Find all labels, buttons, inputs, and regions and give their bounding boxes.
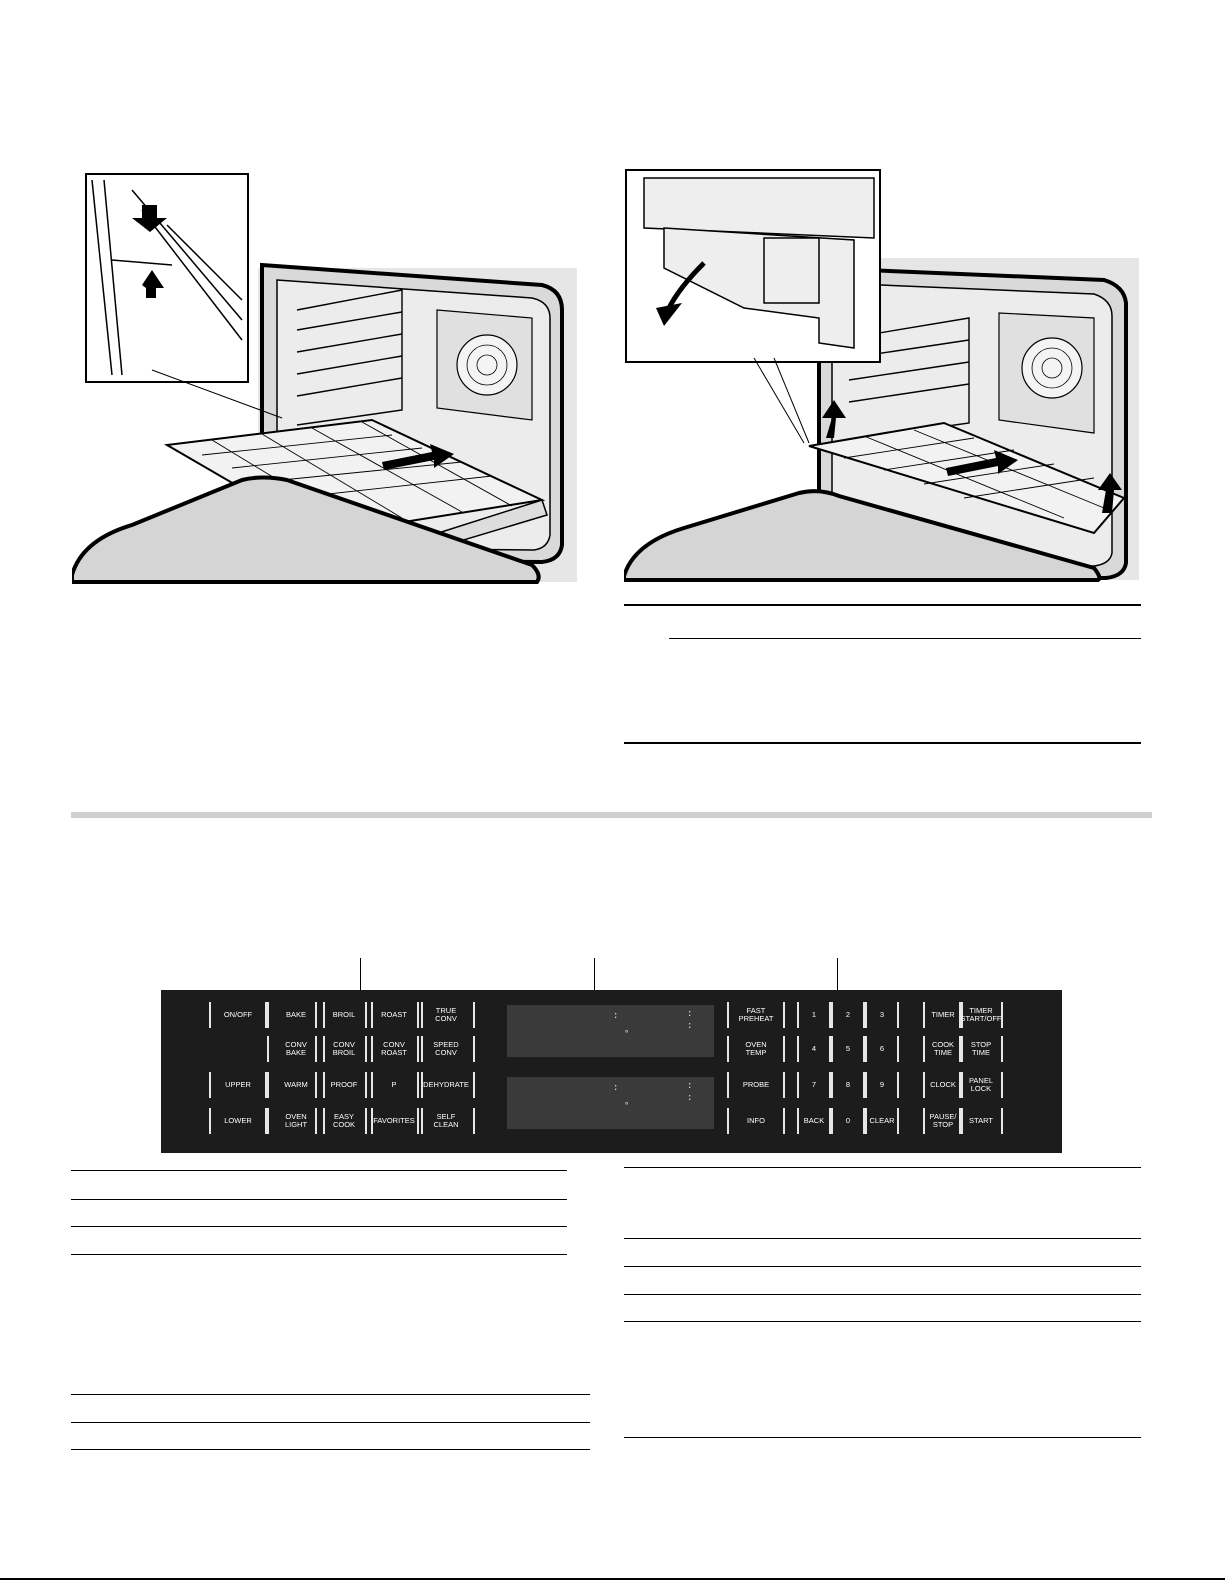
left-table-rule-1 — [71, 1170, 567, 1171]
key-0[interactable]: 0 — [831, 1108, 865, 1134]
key-conv-roast[interactable]: CONV ROAST — [365, 1036, 423, 1062]
footer-rule — [0, 1578, 1225, 1580]
right-table-rule-1 — [624, 1167, 1141, 1168]
key-timer-start-off[interactable]: TIMER START/OFF — [959, 1002, 1003, 1028]
upper-display-degree: ° — [624, 1029, 630, 1039]
lower-display-colon-2: : — [687, 1081, 693, 1091]
key-pizza[interactable]: P — [365, 1072, 423, 1098]
key-info[interactable]: INFO — [727, 1108, 785, 1134]
left-table-rule-7 — [71, 1449, 590, 1450]
right-table-rule-5 — [624, 1321, 1141, 1322]
right-table-rule-3 — [624, 1266, 1141, 1267]
lower-oven-display: : : : ° — [507, 1077, 714, 1129]
table-rule-top — [624, 604, 1141, 606]
callout-line-2 — [594, 958, 595, 1014]
right-table-rule-2 — [624, 1238, 1141, 1239]
upper-display-colon-2: : — [687, 1009, 693, 1019]
table-rule-bottom — [624, 742, 1141, 744]
key-9[interactable]: 9 — [865, 1072, 899, 1098]
left-table-rule-2 — [71, 1199, 567, 1200]
key-favorites[interactable]: FAVORITES — [365, 1108, 423, 1134]
key-broil[interactable]: BROIL — [315, 1002, 373, 1028]
section-separator — [71, 812, 1152, 818]
lower-display-colon-1: : — [613, 1083, 619, 1093]
key-speed-conv[interactable]: SPEED CONV — [417, 1036, 475, 1062]
upper-display-colon-1: : — [613, 1011, 619, 1021]
rack-removal-illustration — [624, 169, 1139, 582]
key-conv-bake[interactable]: CONV BAKE — [267, 1036, 325, 1062]
left-table-rule-3 — [71, 1226, 567, 1227]
key-roast[interactable]: ROAST — [365, 1002, 423, 1028]
key-panel-lock[interactable]: PANEL LOCK — [959, 1072, 1003, 1098]
left-table-rule-5 — [71, 1394, 590, 1395]
key-clear[interactable]: CLEAR — [865, 1108, 899, 1134]
callout-line-1 — [360, 958, 361, 1014]
key-oven-light[interactable]: OVEN LIGHT — [267, 1108, 325, 1134]
key-2[interactable]: 2 — [831, 1002, 865, 1028]
lower-display-degree: ° — [624, 1101, 630, 1111]
table-rule-header — [669, 638, 1141, 639]
left-table-rule-4 — [71, 1254, 567, 1255]
upper-oven-display: : : : ° — [507, 1005, 714, 1057]
key-3[interactable]: 3 — [865, 1002, 899, 1028]
key-proof[interactable]: PROOF — [315, 1072, 373, 1098]
key-self-clean[interactable]: SELF CLEAN — [417, 1108, 475, 1134]
key-conv-broil[interactable]: CONV BROIL — [315, 1036, 373, 1062]
key-start[interactable]: START — [959, 1108, 1003, 1134]
key-oven-temp[interactable]: OVEN TEMP — [727, 1036, 785, 1062]
key-on-off[interactable]: ON/OFF — [209, 1002, 267, 1028]
upper-display-colon-3: : — [687, 1021, 693, 1031]
key-warm[interactable]: WARM — [267, 1072, 325, 1098]
key-7[interactable]: 7 — [797, 1072, 831, 1098]
key-5[interactable]: 5 — [831, 1036, 865, 1062]
key-4[interactable]: 4 — [797, 1036, 831, 1062]
key-1[interactable]: 1 — [797, 1002, 831, 1028]
key-dehydrate[interactable]: DEHYDRATE — [417, 1072, 475, 1098]
key-fast-preheat[interactable]: FAST PREHEAT — [727, 1002, 785, 1028]
key-cook-time[interactable]: COOK TIME — [923, 1036, 963, 1062]
key-easy-cook[interactable]: EASY COOK — [315, 1108, 373, 1134]
key-lower[interactable]: LOWER — [209, 1108, 267, 1134]
key-back[interactable]: BACK — [797, 1108, 831, 1134]
key-true-conv[interactable]: TRUE CONV — [417, 1002, 475, 1028]
left-table-rule-6 — [71, 1422, 590, 1423]
right-table-rule-4 — [624, 1294, 1141, 1295]
key-timer[interactable]: TIMER — [923, 1002, 963, 1028]
key-upper[interactable]: UPPER — [209, 1072, 267, 1098]
key-stop-time[interactable]: STOP TIME — [959, 1036, 1003, 1062]
rack-insertion-illustration — [72, 173, 577, 584]
lower-display-colon-3: : — [687, 1093, 693, 1103]
right-table-rule-6 — [624, 1437, 1141, 1438]
key-6[interactable]: 6 — [865, 1036, 899, 1062]
key-clock[interactable]: CLOCK — [923, 1072, 963, 1098]
key-bake[interactable]: BAKE — [267, 1002, 325, 1028]
key-8[interactable]: 8 — [831, 1072, 865, 1098]
callout-line-3 — [837, 958, 838, 1014]
key-pause-stop[interactable]: PAUSE/ STOP — [923, 1108, 963, 1134]
key-probe[interactable]: PROBE — [727, 1072, 785, 1098]
